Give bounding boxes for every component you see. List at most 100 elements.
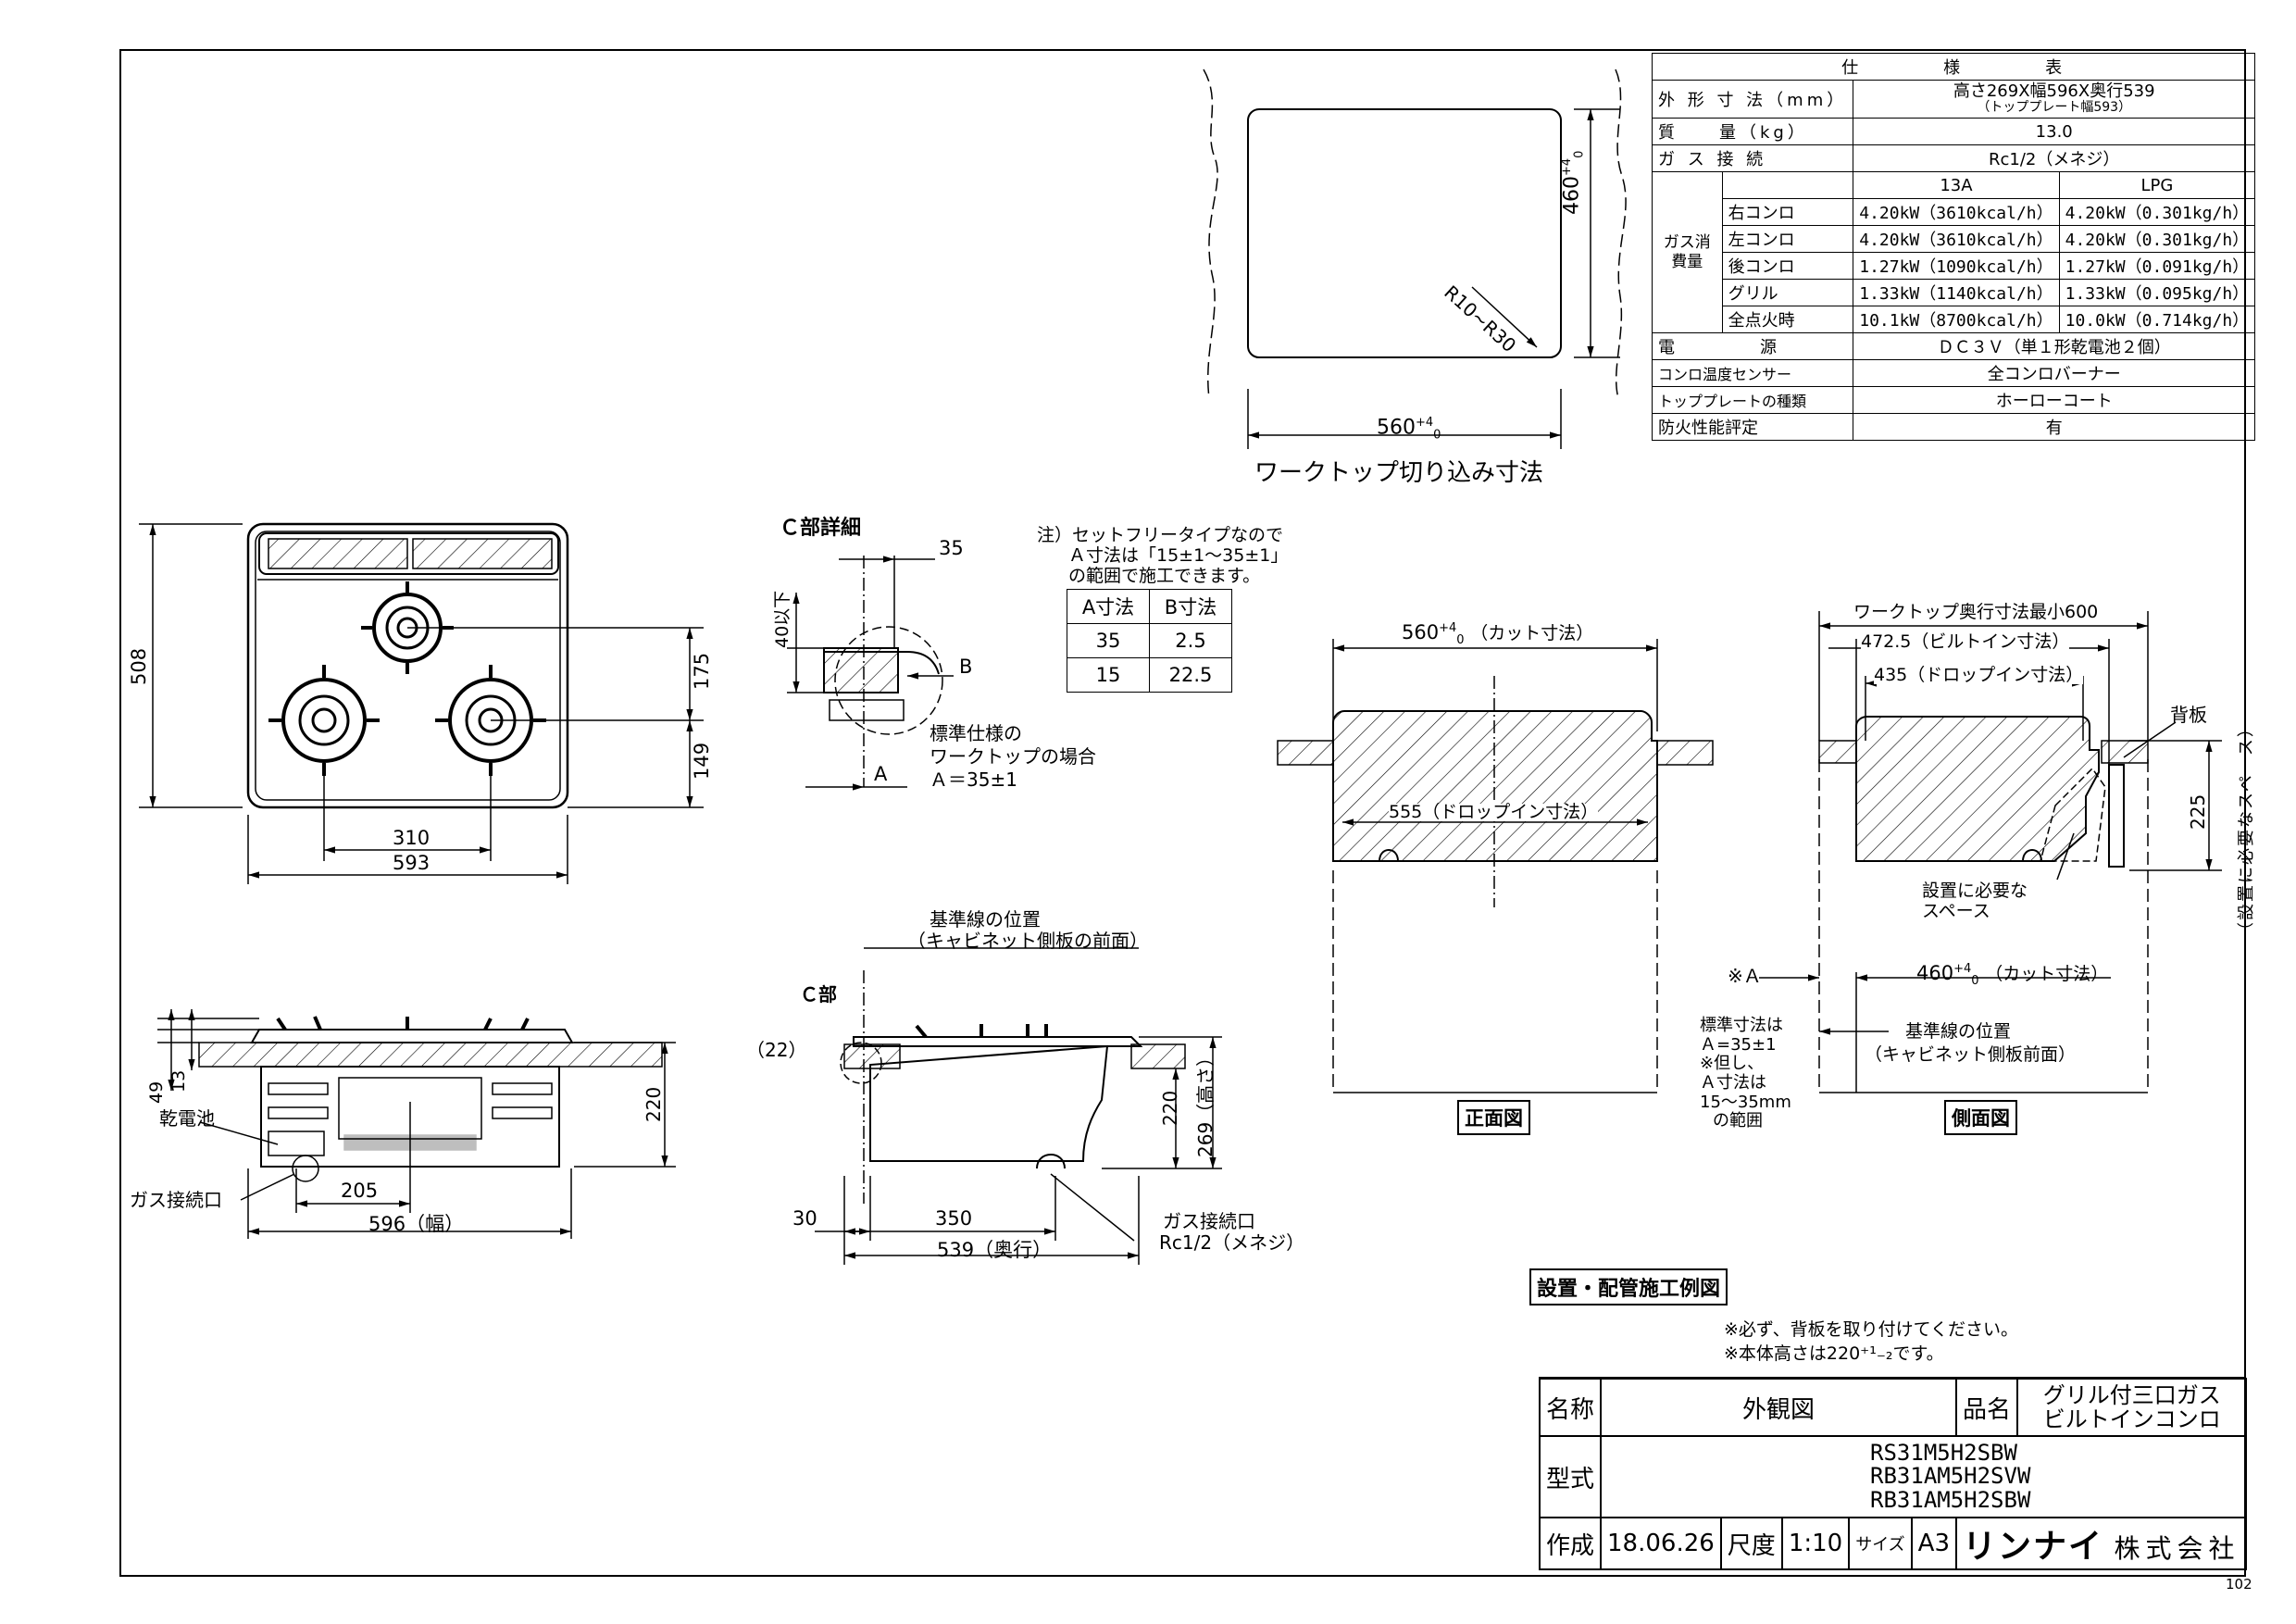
label-a: A	[874, 763, 888, 785]
title-block: 名称 外観図 品名 グリル付三口ガス ビルトインコンロ 型式 RS31M5H2S…	[1538, 1378, 2248, 1570]
install-front-view	[1277, 639, 1714, 1093]
company-cell: リンナイ 株式会社	[1954, 1517, 2248, 1570]
spec-topplate-label: トッププレートの種類	[1651, 386, 1854, 414]
builtin-dim: 472.5（ビルトイン寸法）	[1861, 631, 2070, 652]
gas-row-lpg: 10.0kW（0.714kg/h）	[2058, 306, 2256, 333]
gas-row-13a: 4.20kW（3610kcal/h）	[1853, 198, 2060, 226]
install-example-title: 設置・配管施工例図	[1529, 1268, 1728, 1305]
spec-gas-connection-label: ガ ス 接 続	[1651, 144, 1854, 172]
gas-row-13a: 10.1kW（8700kcal/h）	[1853, 306, 2060, 333]
cutout-caption: ワークトップ切り込み寸法	[1254, 459, 1544, 487]
size-value: A3	[1910, 1517, 1958, 1570]
rinnai-logo: リンナイ	[1963, 1528, 2104, 1566]
side-ref-line-label: 基準線の位置 （キャビネット側板の前面）	[907, 908, 1148, 952]
gas-row-name: 後コンロ	[1721, 252, 1854, 280]
table-cell: 15	[1067, 657, 1150, 693]
spec-gas-group-label: ガス消費量	[1652, 171, 1723, 333]
spec-weight-label: 質 量（kg）	[1651, 118, 1854, 145]
dim-30: 30	[792, 1207, 817, 1230]
date-value: 18.06.26	[1600, 1517, 1722, 1570]
sheet-number: 102	[2226, 1576, 2252, 1593]
b-header: B寸法	[1149, 589, 1232, 624]
gas-row-name: 全点火時	[1721, 306, 1854, 333]
dim-220-side: 220	[1159, 1090, 1181, 1126]
gas-row-name: 左コンロ	[1721, 225, 1854, 253]
label-b: B	[959, 656, 973, 678]
dim-22: （22）	[746, 1039, 807, 1061]
dim-35-c: 35	[939, 537, 964, 559]
product-label: 品名	[1954, 1378, 2019, 1437]
spec-dimensions-sub: （トッププレート幅593）	[1977, 100, 2132, 116]
install-side-cut-dim: 460+40 （カット寸法）	[1916, 962, 2109, 989]
c-detail-note: 標準仕様の ワークトップの場合 Ａ＝35±1	[930, 722, 1096, 791]
cutout-depth-dim: 460+40	[1560, 150, 1587, 215]
dim-593: 593	[393, 852, 430, 874]
spec-topplate-value: ホーローコート	[1853, 386, 2256, 414]
gas-row-13a: 1.33kW（1140kcal/h）	[1853, 279, 2060, 306]
table-cell: 22.5	[1149, 657, 1232, 693]
space-vertical-label: （設置に必要なスペース）	[2237, 718, 2256, 939]
dim-175: 175	[691, 652, 713, 690]
gas-row-lpg: 1.33kW（0.095kg/h）	[2058, 279, 2256, 306]
dim-225: 225	[2187, 793, 2209, 830]
product-value: グリル付三口ガス ビルトインコンロ	[2016, 1378, 2248, 1437]
dim-220-front: 220	[643, 1086, 665, 1122]
size-label: サイズ	[1848, 1517, 1913, 1570]
front-view-caption: 正面図	[1457, 1100, 1530, 1135]
battery-label: 乾電池	[159, 1107, 215, 1130]
gas-row-name: グリル	[1721, 279, 1854, 306]
spec-col-lpg: LPG	[2058, 171, 2256, 199]
dim-40-c: 40以下	[772, 590, 792, 648]
gas-port-label: ガス接続口	[130, 1189, 222, 1211]
mark-a: ※Ａ	[1728, 965, 1762, 987]
spec-weight-value: 13.0	[1853, 118, 2256, 145]
spec-fire-label: 防火性能評定	[1651, 413, 1854, 441]
spec-fire-value: 有	[1853, 413, 2256, 441]
install-ref-line: 基準線の位置 （キャビネット側板前面）	[1865, 1021, 2077, 1065]
dim-508: 508	[128, 647, 150, 685]
c-detail	[787, 556, 954, 791]
dropin-dim-side: 435（ドロップイン寸法）	[1874, 665, 2084, 685]
install-space-label: 設置に必要な スペース	[1922, 881, 2028, 921]
gas-row-lpg: 4.20kW（0.301kg/h）	[2058, 225, 2256, 253]
side-view-small	[815, 947, 1222, 1265]
top-view	[139, 522, 704, 884]
spec-power-value: ＤＣ３Ｖ（単１形乾電池２個）	[1853, 332, 2256, 360]
name-value: 外観図	[1600, 1378, 1957, 1437]
c-detail-title: Ｃ部詳細	[780, 517, 862, 540]
a-header: A寸法	[1067, 589, 1150, 624]
install-notes: ※必ず、背板を取り付けてください。 ※本体高さは220⁺¹₋₂です。	[1724, 1319, 2019, 1364]
front-view	[157, 1009, 676, 1239]
worktop-depth-min: ワークトップ奥行寸法最小600	[1853, 602, 2099, 622]
spec-sensor-label: コンロ温度センサー	[1651, 359, 1854, 387]
cutout-view	[1203, 69, 1627, 449]
table-cell: 35	[1067, 623, 1150, 658]
install-front-dim: 560+40 （カット寸法）	[1402, 621, 1594, 648]
dim-539: 539（奥行）	[937, 1239, 1053, 1261]
table-cell: 2.5	[1149, 623, 1232, 658]
a-range-note: 注）セットフリータイプなので Ａ寸法は「15±1～35±1」 の範囲で施工できま…	[1037, 525, 1289, 586]
spec-dimensions-value: 高さ269X幅596X奥行539	[1953, 81, 2155, 102]
company-suffix: 株式会社	[2114, 1533, 2240, 1564]
model-label: 型式	[1538, 1435, 1603, 1518]
spec-dimensions-label: 外 形 寸 法（mm）	[1651, 80, 1854, 119]
side-view-caption: 側面図	[1944, 1100, 2017, 1135]
standard-dim-note: 標準寸法は Ａ=35±1 ※但し、 Ａ寸法は 15～35mm の範囲	[1700, 1016, 1791, 1131]
dim-269: 269（高さ）	[1194, 1047, 1217, 1157]
c-part-label: Ｃ部	[800, 983, 837, 1006]
spec-col-13a: 13A	[1853, 171, 2060, 199]
drop-in-dim: 555（ドロップイン寸法）	[1389, 802, 1599, 822]
scale-label: 尺度	[1719, 1517, 1783, 1570]
spec-power-label: 電 源	[1651, 332, 1854, 360]
gas-row-name: 右コンロ	[1721, 198, 1854, 226]
dim-13: 13	[168, 1069, 189, 1093]
gas-row-lpg: 1.27kW（0.091kg/h）	[2058, 252, 2256, 280]
scale-value: 1:10	[1780, 1517, 1851, 1570]
dim-205: 205	[341, 1180, 379, 1202]
side-gas-port-label: ガス接続口 Rc1/2（メネジ）	[1159, 1210, 1305, 1254]
model-list: RS31M5H2SBW RB31AM5H2SVW RB31AM5H2SBW	[1600, 1435, 2248, 1518]
dim-149: 149	[691, 742, 713, 780]
dim-49: 49	[146, 1081, 167, 1104]
